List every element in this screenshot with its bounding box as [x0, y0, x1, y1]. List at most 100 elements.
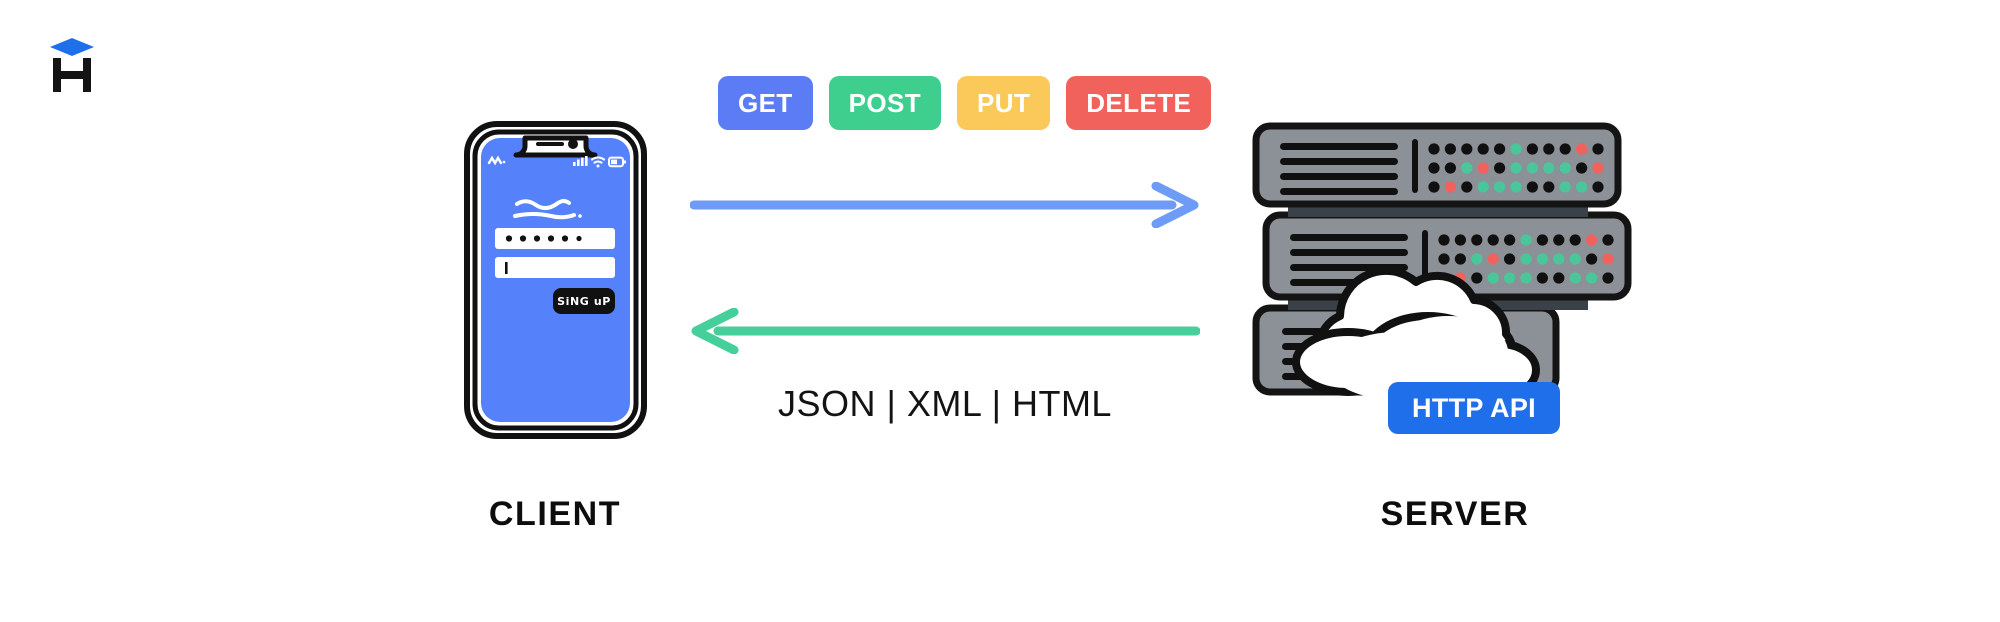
- method-badge-post[interactable]: POST: [828, 76, 942, 130]
- payload-formats-label: JSON | XML | HTML: [778, 383, 1112, 424]
- server-led: [1471, 234, 1483, 246]
- phone-screen: [481, 138, 630, 422]
- screen-heading-scribble: [513, 199, 582, 220]
- cellular-signal-icon: [573, 156, 588, 166]
- server-led: [1559, 181, 1571, 193]
- server-led: [1461, 181, 1473, 193]
- text-input-field[interactable]: [495, 257, 615, 278]
- server-led: [1586, 234, 1598, 246]
- request-arrow-head: [1151, 181, 1199, 229]
- server-led: [1553, 272, 1565, 284]
- wifi-icon: [590, 156, 606, 164]
- server-led: [1569, 272, 1581, 284]
- server-led: [1559, 143, 1571, 155]
- server-led: [1428, 143, 1440, 155]
- phone-front-camera-icon: [568, 139, 578, 149]
- carrier-signal-squiggle-icon: [487, 155, 503, 166]
- server-led: [1444, 162, 1456, 174]
- server-led: [1504, 234, 1516, 246]
- server-led: [1471, 253, 1483, 265]
- text-caret: [505, 262, 508, 274]
- carrier-dot-icon: [502, 160, 506, 164]
- server-led: [1526, 143, 1538, 155]
- server-led: [1510, 143, 1522, 155]
- server-led: [1494, 162, 1506, 174]
- battery-icon: [608, 156, 626, 168]
- server-led: [1592, 162, 1604, 174]
- server-rack-top: [1252, 122, 1622, 208]
- server-led: [1487, 272, 1499, 284]
- server-led: [1543, 162, 1555, 174]
- server-led: [1586, 253, 1598, 265]
- server-led: [1504, 272, 1516, 284]
- password-dots: [505, 235, 582, 242]
- server-led: [1559, 162, 1571, 174]
- server-led: [1602, 253, 1614, 265]
- phone-earpiece: [536, 142, 564, 146]
- server-led: [1444, 143, 1456, 155]
- server-led: [1428, 162, 1440, 174]
- server-led: [1553, 234, 1565, 246]
- server-rack-middle-leds: [1438, 234, 1614, 284]
- method-badge-get[interactable]: GET: [718, 76, 813, 130]
- server-led: [1526, 162, 1538, 174]
- phone-notch: [513, 135, 598, 158]
- server-caption: SERVER: [1380, 495, 1530, 533]
- server-led: [1444, 181, 1456, 193]
- server-led: [1592, 181, 1604, 193]
- server-led: [1471, 272, 1483, 284]
- server-led: [1602, 272, 1614, 284]
- response-arrow: [690, 307, 1201, 355]
- server-led: [1477, 162, 1489, 174]
- server-led: [1576, 181, 1588, 193]
- brand-logo[interactable]: [42, 30, 102, 94]
- request-arrow: [689, 181, 1200, 229]
- server-rack-top-divider: [1412, 139, 1418, 193]
- server-led: [1454, 234, 1466, 246]
- server-led: [1494, 143, 1506, 155]
- method-badge-delete[interactable]: DELETE: [1066, 76, 1212, 130]
- server-led: [1504, 253, 1516, 265]
- graduation-cap-icon: [50, 38, 94, 56]
- server-led: [1536, 234, 1548, 246]
- server-led: [1487, 234, 1499, 246]
- server-led: [1586, 272, 1598, 284]
- response-arrow-head: [691, 307, 739, 355]
- server-led: [1576, 162, 1588, 174]
- server-led: [1526, 181, 1538, 193]
- server-led: [1520, 234, 1532, 246]
- sign-up-button[interactable]: SiNG uP: [553, 288, 615, 314]
- server-led: [1592, 143, 1604, 155]
- server-led: [1454, 253, 1466, 265]
- server-led: [1461, 143, 1473, 155]
- wifi-dot-icon: [596, 164, 600, 168]
- password-field[interactable]: [495, 228, 615, 249]
- client-phone-illustration: SiNG uP: [463, 120, 648, 440]
- server-led: [1553, 253, 1565, 265]
- server-led: [1438, 234, 1450, 246]
- server-led: [1543, 143, 1555, 155]
- server-led: [1487, 253, 1499, 265]
- server-led: [1510, 181, 1522, 193]
- server-led: [1510, 162, 1522, 174]
- sign-up-button-label: SiNG uP: [557, 295, 611, 308]
- server-led: [1477, 143, 1489, 155]
- server-led: [1569, 234, 1581, 246]
- server-led: [1477, 181, 1489, 193]
- method-badge-put[interactable]: PUT: [957, 76, 1051, 130]
- server-led: [1536, 272, 1548, 284]
- server-led: [1428, 181, 1440, 193]
- server-led: [1461, 162, 1473, 174]
- server-led: [1543, 181, 1555, 193]
- server-led: [1536, 253, 1548, 265]
- server-led: [1438, 253, 1450, 265]
- server-led: [1520, 253, 1532, 265]
- http-method-badges: GET POST PUT DELETE: [718, 76, 1212, 130]
- http-api-badge[interactable]: HTTP API: [1388, 382, 1560, 434]
- server-led: [1520, 272, 1532, 284]
- client-caption: CLIENT: [488, 495, 622, 533]
- server-rack-top-leds: [1428, 143, 1604, 193]
- server-illustration: [1248, 122, 1638, 400]
- server-led: [1602, 234, 1614, 246]
- server-led: [1494, 181, 1506, 193]
